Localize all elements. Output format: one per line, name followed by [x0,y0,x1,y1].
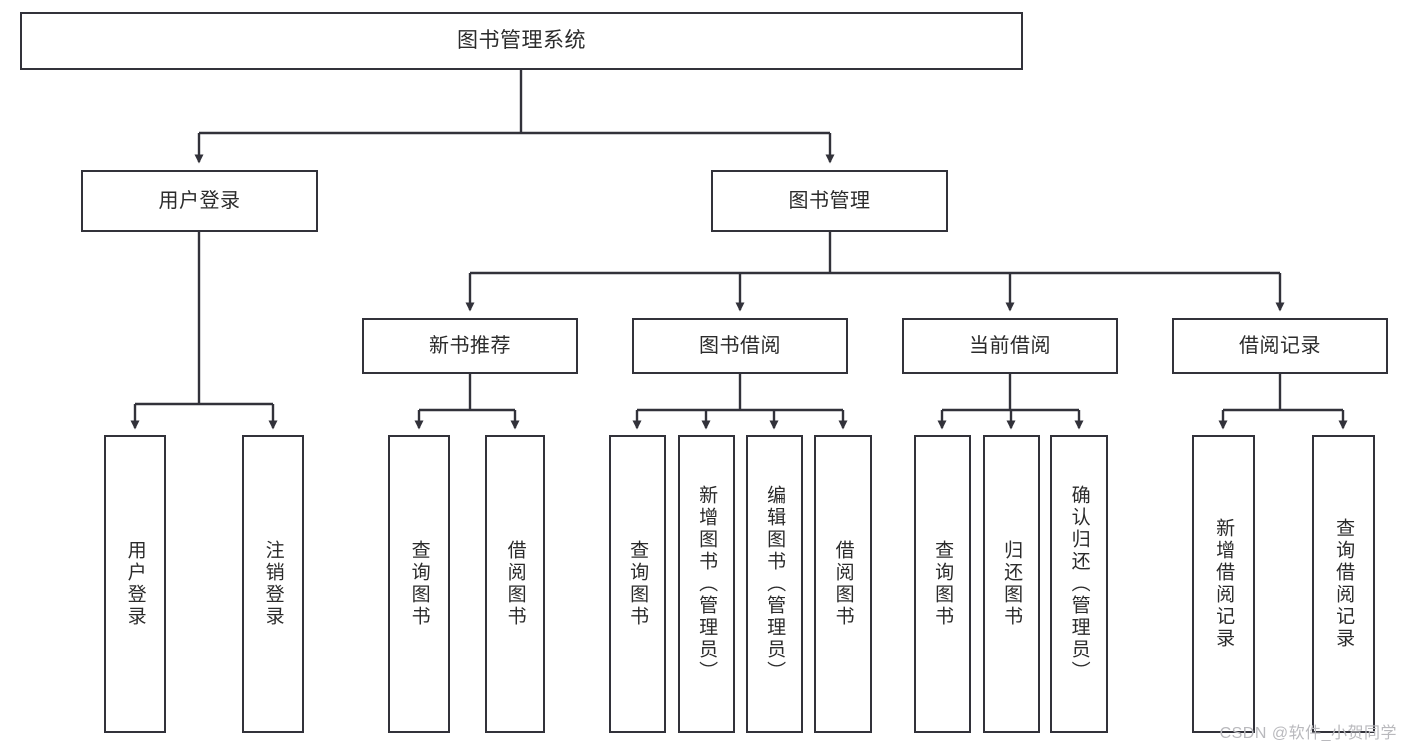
node-borrow-record-label: 借阅记录 [1239,334,1321,357]
node-leaf-query-book-b-label: 查询图书 [627,540,649,628]
node-leaf-borrow-book-b[interactable]: 借阅图书 [814,435,872,733]
node-root-label: 图书管理系统 [457,29,586,53]
node-leaf-query-record-label: 查询借阅记录 [1333,518,1355,650]
node-book-manage[interactable]: 图书管理 [711,170,948,232]
node-leaf-edit-book-label: 编辑图书（管理员） [764,485,786,683]
node-leaf-user-login-label: 用户登录 [124,540,146,628]
csdn-watermark: CSDN @软件_小贺同学 [1219,725,1397,742]
node-user-login-label: 用户登录 [158,189,241,212]
node-leaf-add-record[interactable]: 新增借阅记录 [1192,435,1255,733]
node-leaf-confirm-return-label: 确认归还（管理员） [1068,485,1090,683]
node-book-borrow[interactable]: 图书借阅 [632,318,848,374]
node-root[interactable]: 图书管理系统 [20,12,1023,70]
node-leaf-borrow-book-a[interactable]: 借阅图书 [485,435,545,733]
node-new-book-rec[interactable]: 新书推荐 [362,318,578,374]
node-leaf-add-record-label: 新增借阅记录 [1213,518,1235,650]
node-leaf-add-book[interactable]: 新增图书（管理员） [678,435,735,733]
node-leaf-query-book-a-label: 查询图书 [408,540,430,628]
node-leaf-logout-label: 注销登录 [262,540,284,628]
node-current-borrow[interactable]: 当前借阅 [902,318,1118,374]
node-leaf-user-login[interactable]: 用户登录 [104,435,166,733]
node-leaf-query-book-a[interactable]: 查询图书 [388,435,450,733]
node-leaf-borrow-book-a-label: 借阅图书 [504,540,526,628]
node-leaf-logout[interactable]: 注销登录 [242,435,304,733]
node-leaf-query-book-c[interactable]: 查询图书 [914,435,971,733]
node-leaf-edit-book[interactable]: 编辑图书（管理员） [746,435,803,733]
node-leaf-query-record[interactable]: 查询借阅记录 [1312,435,1375,733]
node-current-borrow-label: 当前借阅 [969,334,1051,357]
node-leaf-add-book-label: 新增图书（管理员） [696,485,718,683]
node-book-manage-label: 图书管理 [788,189,871,212]
node-new-book-rec-label: 新书推荐 [429,334,511,357]
node-leaf-return-book[interactable]: 归还图书 [983,435,1040,733]
node-leaf-return-book-label: 归还图书 [1001,540,1023,628]
node-book-borrow-label: 图书借阅 [699,334,781,357]
node-leaf-borrow-book-b-label: 借阅图书 [832,540,854,628]
node-user-login[interactable]: 用户登录 [81,170,318,232]
node-leaf-confirm-return[interactable]: 确认归还（管理员） [1050,435,1108,733]
node-leaf-query-book-b[interactable]: 查询图书 [609,435,666,733]
node-leaf-query-book-c-label: 查询图书 [932,540,954,628]
node-borrow-record[interactable]: 借阅记录 [1172,318,1388,374]
